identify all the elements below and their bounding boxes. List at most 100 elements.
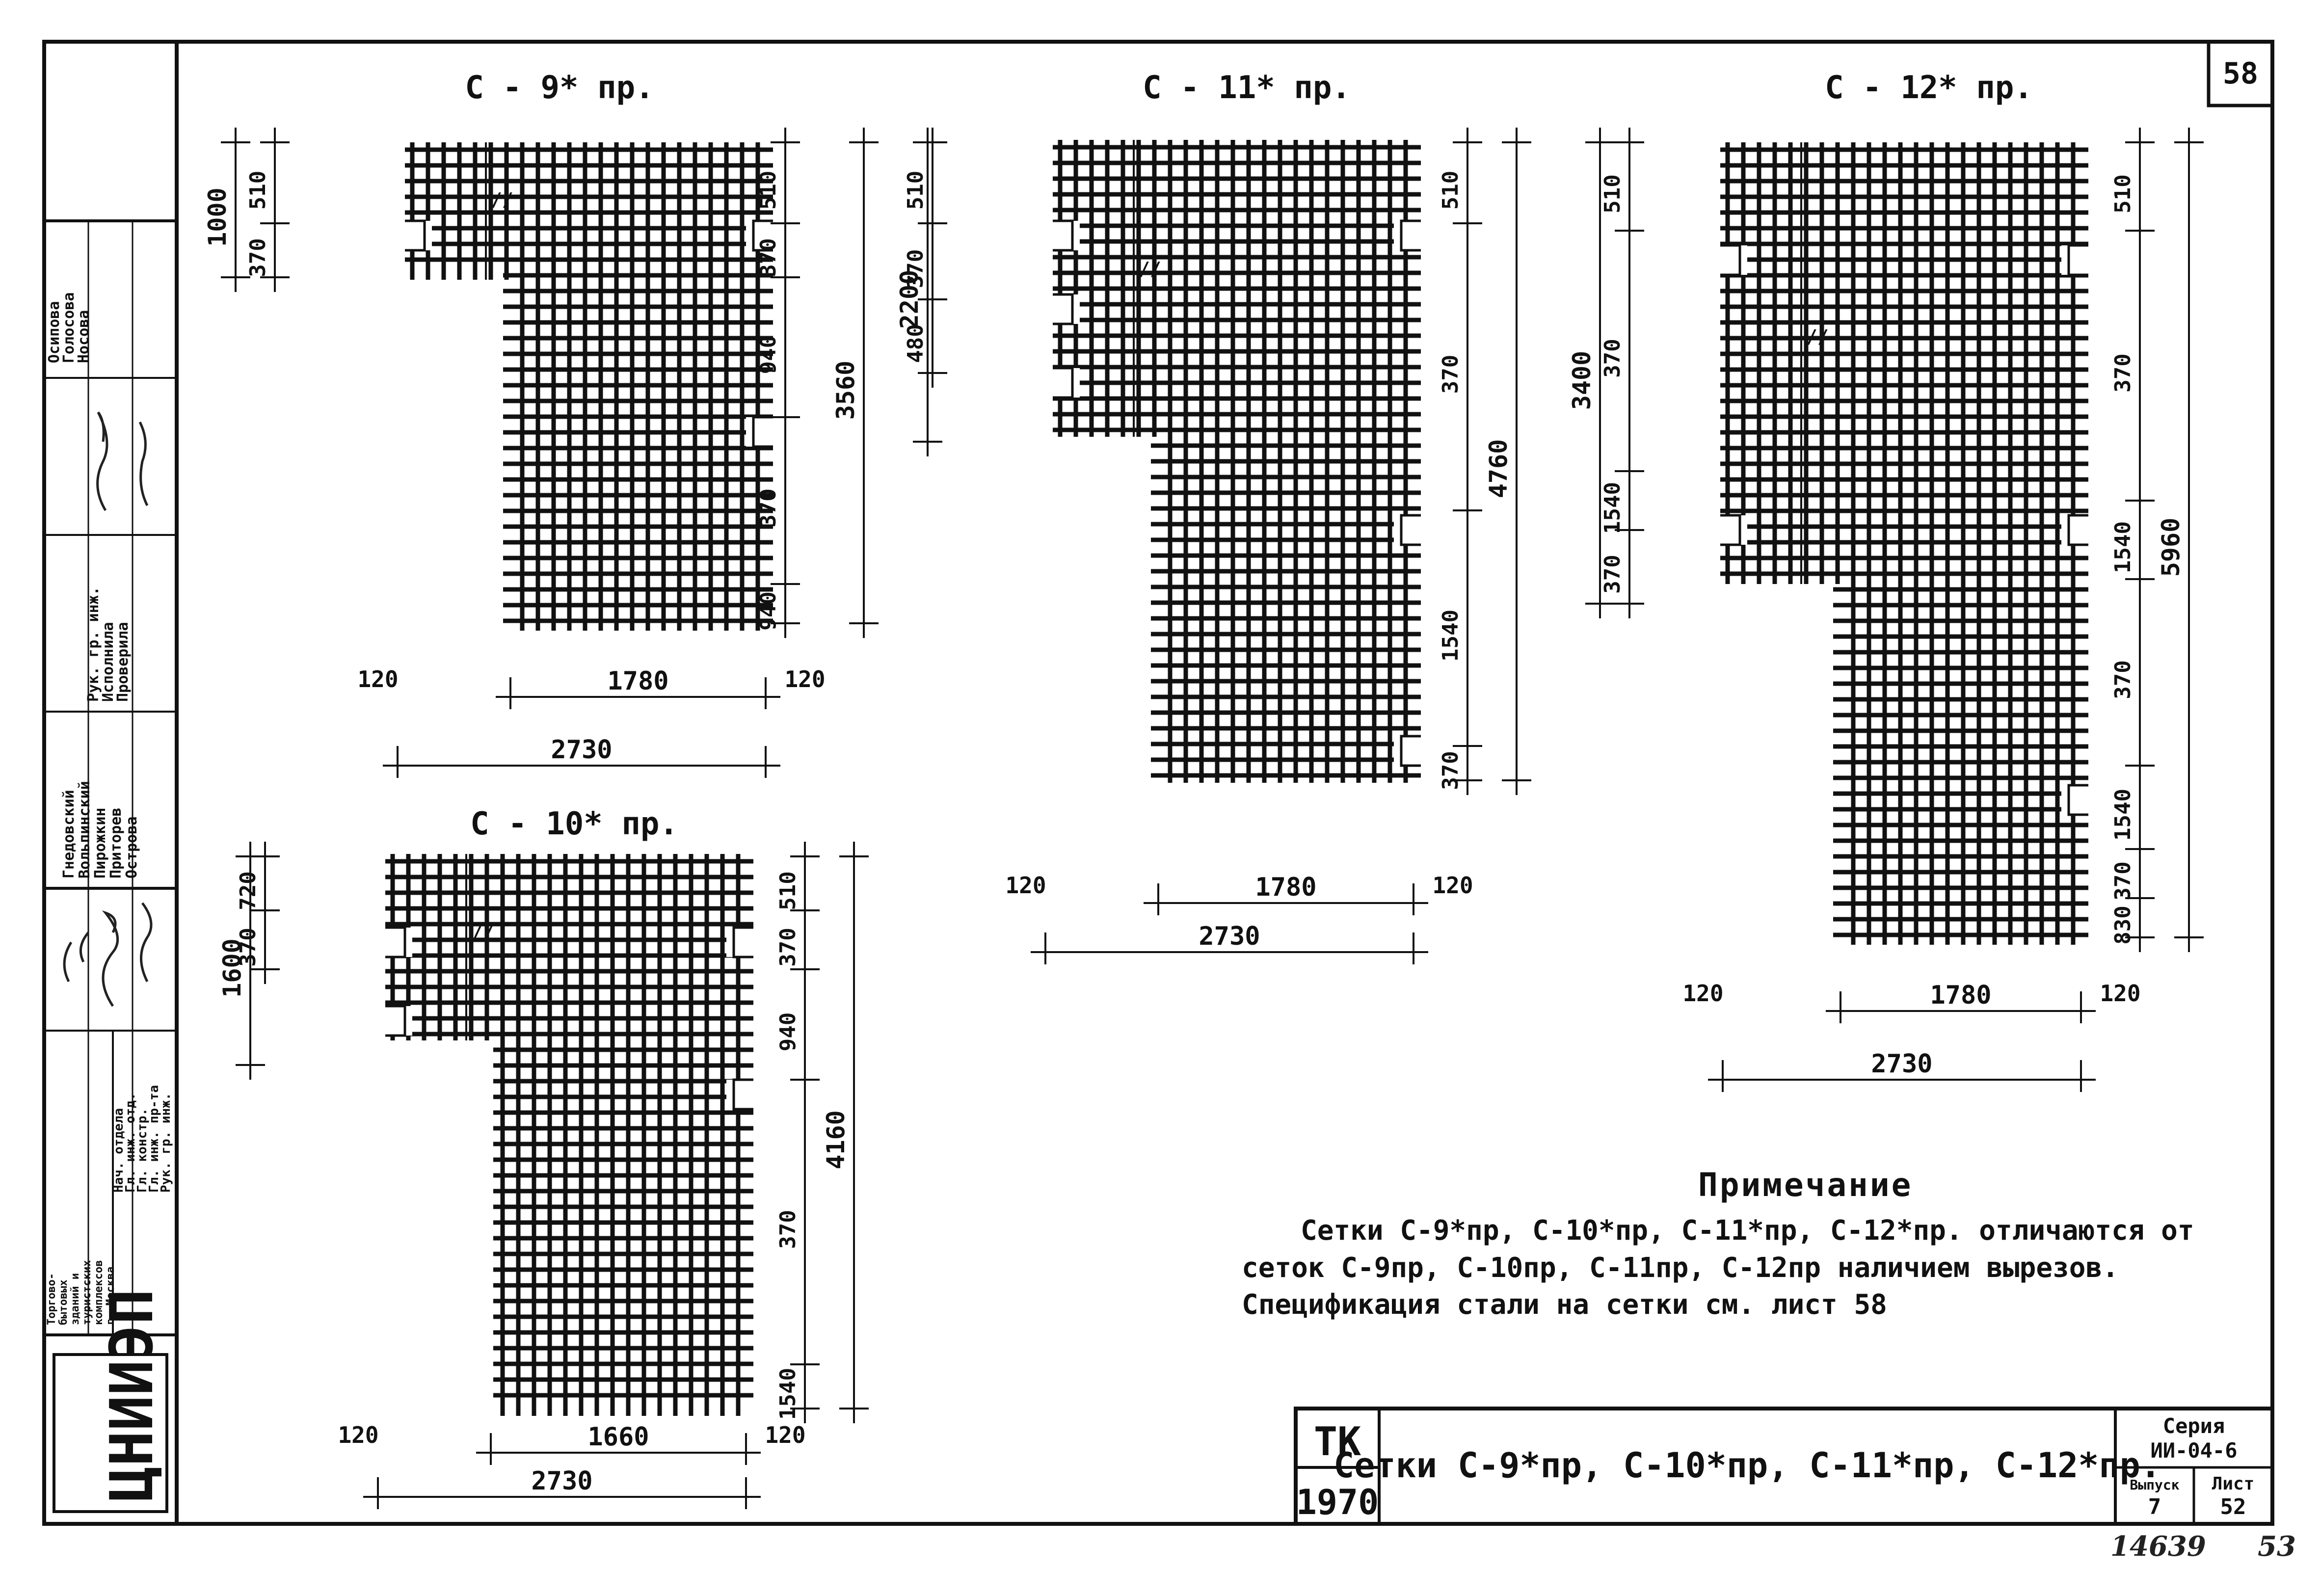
drawing-title: Сетки С-9*пр, С-10*пр, С-11*пр, С-12*пр.	[1333, 1445, 2161, 1486]
dimension-label: 510	[903, 171, 928, 210]
dimension-total: 4160	[822, 1110, 850, 1169]
dimension-label: 480	[903, 324, 928, 363]
dimension-label: 370	[2110, 660, 2135, 699]
series-label: Серия	[2163, 1414, 2225, 1438]
mesh-notch	[1050, 221, 1080, 250]
mesh-notch	[383, 1006, 412, 1036]
stamp-role: Гл. констр.	[135, 1108, 150, 1193]
mesh-lap-mark: //	[1806, 326, 1829, 347]
mesh-notch	[1050, 368, 1080, 398]
dimension-total: 1000	[203, 187, 232, 246]
mesh-title: С - 11* пр.	[1143, 70, 1351, 106]
dimension-label: 1660	[587, 1422, 649, 1452]
mesh-title: С - 12* пр.	[1825, 70, 2033, 106]
dimension-label: 370	[1438, 355, 1463, 394]
mesh-notch	[726, 928, 756, 957]
dimension-label: 2730	[1871, 1049, 1932, 1079]
stamp-role: Проверила	[114, 622, 132, 702]
dimension-label: 1540	[1438, 610, 1463, 662]
mesh-notch	[746, 417, 775, 447]
dimension-label: 370	[2110, 353, 2135, 392]
dimension-label: 120	[1005, 872, 1046, 899]
mesh-notch-edge	[2067, 784, 2088, 816]
mesh-notch-edge	[1053, 293, 1074, 325]
stamp-name: Пирожкин	[92, 808, 109, 879]
dimension-label: 1780	[607, 666, 668, 696]
mesh-title: С - 9* пр.	[465, 70, 654, 106]
dimension-label: 120	[2100, 980, 2140, 1007]
mesh-notch	[726, 1080, 756, 1109]
dimension-label: 2730	[551, 735, 612, 765]
note-body: Сетки С-9*пр, С-10*пр, С-11*пр, С-12*пр.…	[1242, 1215, 2194, 1321]
mesh-notch	[1394, 515, 1423, 545]
mesh-notch-edge	[1720, 514, 1741, 546]
stamp-org-line: Торгово-	[46, 1273, 58, 1325]
mesh-notch	[1394, 221, 1423, 250]
stamp-logo: ЦНИИЭП	[53, 1289, 168, 1513]
dimension-label: 370	[1438, 751, 1463, 790]
stamp-role: Гл. инж. пр-та	[147, 1085, 161, 1193]
dimension-label: 120	[1682, 980, 1723, 1007]
outer-frame	[42, 40, 2274, 1526]
mesh-notch	[2061, 785, 2091, 815]
year: 1970	[1296, 1482, 1379, 1522]
issue-value: 7	[2148, 1494, 2161, 1519]
stamp-org-line: комплексов	[93, 1260, 105, 1325]
dimension-total: 2200	[895, 270, 924, 329]
mesh-lap-mark: //	[1139, 258, 1161, 280]
mesh-notch	[1050, 294, 1080, 324]
dimension-label: 510	[245, 171, 270, 210]
dimension-label: 120	[1432, 872, 1473, 899]
dimension-label: 120	[338, 1422, 378, 1448]
dimension-label: 370	[245, 238, 270, 277]
mesh-notch-edge	[1400, 219, 1421, 252]
stamp-role: Рук. гр. инж.	[85, 586, 102, 702]
inventory-number: 14639	[2110, 1530, 2206, 1563]
mesh-notch-edge	[385, 926, 406, 958]
mesh-c12: С - 12* пр.//510370154037015403708305960…	[1568, 70, 2204, 1092]
dimension-label: 370	[775, 928, 800, 966]
dimension-label: 1780	[1930, 981, 1991, 1010]
logo-text: ЦНИИЭП	[98, 1289, 166, 1502]
dimension-label: 830	[2110, 905, 2135, 944]
mesh-c11: С - 11* пр.//510370154037047605103704802…	[895, 70, 1531, 964]
mesh-notch	[402, 221, 432, 250]
dimension-label: 370	[1600, 555, 1625, 593]
stamp-org-line: туристских	[81, 1260, 93, 1325]
dimension-label: 510	[775, 871, 800, 910]
dimension-label: 370	[775, 1210, 800, 1249]
dimension-label: 1780	[1255, 873, 1316, 902]
stamp-role: Нач. отдела	[111, 1108, 126, 1193]
mesh-notch-edge	[1053, 367, 1074, 399]
stamp-org-line: г. Москва	[105, 1267, 117, 1325]
dimension-label: 370	[903, 249, 928, 288]
stamp-name: Острова	[123, 817, 140, 878]
stamp-org-line: бытовых	[57, 1279, 70, 1325]
mesh-notch-edge	[752, 416, 773, 448]
stamp-name: Носова	[75, 310, 92, 363]
mesh-notch-edge	[2067, 514, 2088, 546]
mesh-notch-edge	[2067, 244, 2088, 276]
dimension-label: 510	[1600, 174, 1625, 213]
dimension-label: 120	[357, 666, 398, 692]
dimension-total: 1600	[218, 938, 246, 997]
dimension-label: 510	[2110, 174, 2135, 213]
dimension-label: 370	[2110, 861, 2135, 900]
mesh-notch	[383, 928, 412, 957]
mesh-notch	[1394, 736, 1423, 766]
mesh-c10: С - 10* пр.//510370940370154041607203701…	[218, 806, 869, 1509]
dimension-label: 940	[756, 335, 781, 374]
dimension-total: 3400	[1568, 351, 1596, 410]
dimension-label: 2730	[1199, 922, 1260, 951]
sheet-number-box	[2207, 40, 2274, 107]
issue-label: Выпуск	[2130, 1477, 2179, 1493]
mesh-c9: С - 9* пр.//5103709403709403560510370100…	[203, 70, 879, 778]
dimension-label: 370	[756, 238, 781, 277]
dimension-label: 1540	[1600, 482, 1625, 534]
mesh-notch-edge	[732, 1078, 753, 1111]
page-number: 53	[2258, 1530, 2296, 1563]
